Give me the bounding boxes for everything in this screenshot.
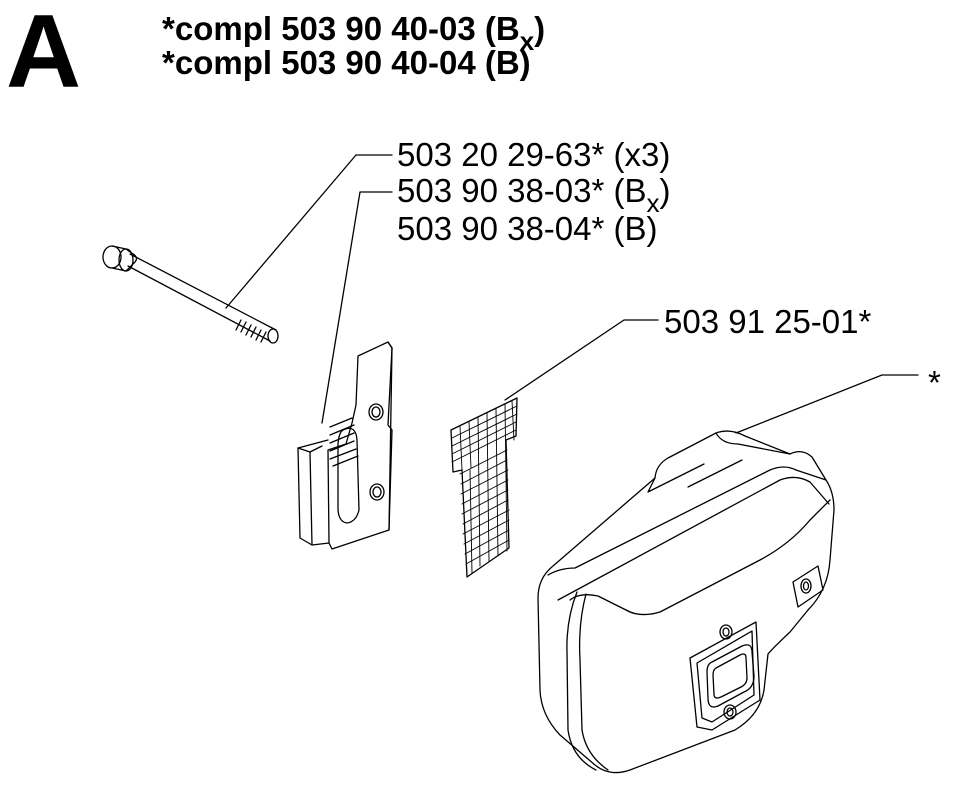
assembly-bx-subscript: x bbox=[519, 26, 535, 56]
muffler-part-label: * bbox=[928, 364, 941, 401]
mounting-plate-drawing bbox=[297, 341, 393, 550]
plate-bx-suffix: ) bbox=[659, 172, 671, 209]
spark-screen-drawing bbox=[450, 397, 518, 578]
plate-bx-subscript: x bbox=[646, 188, 660, 218]
muffler-drawing bbox=[537, 430, 835, 774]
section-letter: A bbox=[6, 0, 81, 110]
plate-b-part-label: 503 90 38-04* (B) bbox=[397, 210, 658, 247]
bolt-drawing bbox=[102, 245, 279, 344]
assembly-bx-prefix: *compl 503 90 40-03 (B bbox=[162, 10, 520, 47]
leader-lines bbox=[225, 154, 919, 434]
screw-part-label: 503 20 29-63* (x3) bbox=[397, 136, 671, 173]
assembly-part-number-bx: *compl 503 90 40-03 (Bx) bbox=[162, 10, 546, 57]
plate-bx-prefix: 503 90 38-03* (B bbox=[397, 172, 647, 209]
plate-bx-part-label: 503 90 38-03* (Bx) bbox=[397, 172, 671, 219]
assembly-bx-suffix: ) bbox=[534, 10, 546, 47]
screen-part-label: 503 91 25-01* bbox=[664, 303, 872, 340]
assembly-part-number-b: *compl 503 90 40-04 (B) bbox=[162, 44, 531, 81]
